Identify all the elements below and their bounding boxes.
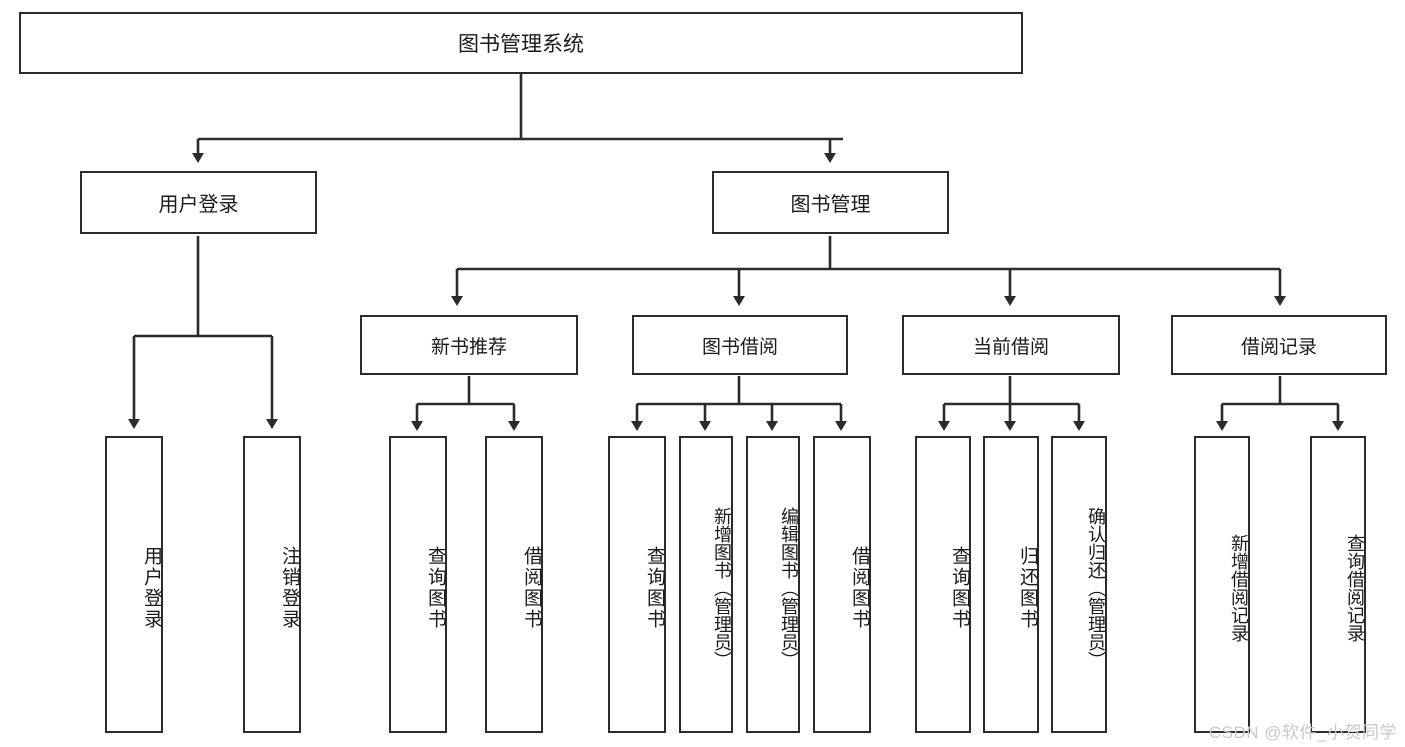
leaf-user-login-login[interactable]: 用户登录 (105, 436, 163, 733)
node-book-management[interactable]: 图书管理 (712, 171, 949, 234)
node-root-system[interactable]: 图书管理系统 (19, 12, 1023, 74)
node-borrow-record[interactable]: 借阅记录 (1171, 315, 1387, 375)
node-new-book-recommend[interactable]: 新书推荐 (360, 315, 578, 375)
leaf-borrow-record-query[interactable]: 查询借阅记录 (1310, 436, 1366, 733)
leaf-book-borrow-edit[interactable]: 编辑图书（管理员） (746, 436, 800, 733)
leaf-current-borrow-return[interactable]: 归还图书 (983, 436, 1039, 733)
node-current-borrow[interactable]: 当前借阅 (902, 315, 1120, 375)
leaf-new-book-query[interactable]: 查询图书 (389, 436, 447, 733)
watermark-credit: CSDN @软件_小贺同学 (1208, 723, 1397, 742)
leaf-current-borrow-query[interactable]: 查询图书 (915, 436, 971, 733)
leaf-borrow-record-add[interactable]: 新增借阅记录 (1194, 436, 1250, 733)
leaf-book-borrow-query[interactable]: 查询图书 (608, 436, 666, 733)
leaf-user-login-logout[interactable]: 注销登录 (243, 436, 301, 733)
leaf-book-borrow-borrow[interactable]: 借阅图书 (813, 436, 871, 733)
leaf-current-borrow-confirm[interactable]: 确认归还（管理员） (1051, 436, 1107, 733)
node-book-borrow[interactable]: 图书借阅 (632, 315, 848, 375)
leaf-new-book-borrow[interactable]: 借阅图书 (485, 436, 543, 733)
node-user-login[interactable]: 用户登录 (80, 171, 317, 234)
leaf-book-borrow-add[interactable]: 新增图书（管理员） (679, 436, 733, 733)
